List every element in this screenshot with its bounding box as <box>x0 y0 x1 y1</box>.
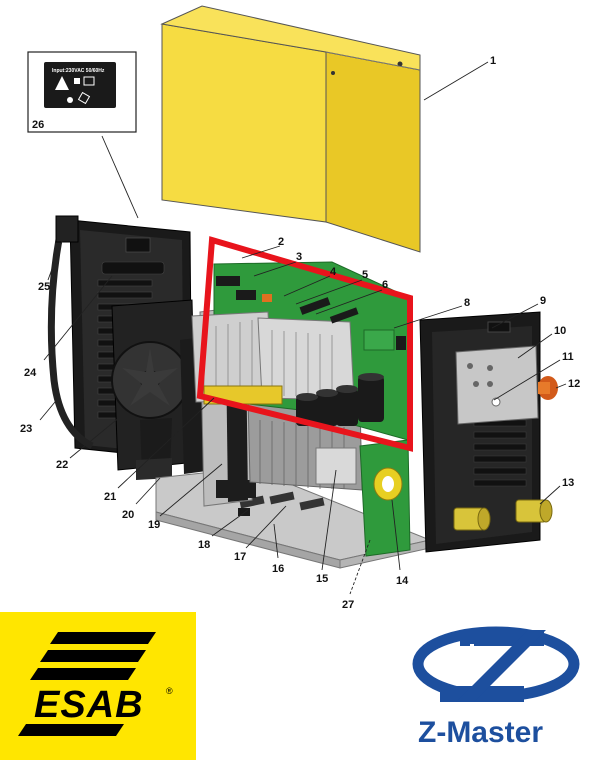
callout-26: 26 <box>32 119 44 131</box>
heatsink-block-part <box>191 311 355 405</box>
callout-9: 9 <box>540 295 546 307</box>
callout-13: 13 <box>562 477 574 489</box>
callout-15: 15 <box>316 573 328 585</box>
callout-25: 25 <box>38 281 50 293</box>
output-sockets-part <box>453 499 553 531</box>
pcb-components-part <box>216 276 406 351</box>
callout-5: 5 <box>362 269 368 281</box>
zmaster-logo-mark <box>412 626 580 702</box>
esab-wordmark: ESAB <box>34 684 144 726</box>
callout-22: 22 <box>56 459 68 471</box>
callout-2: 2 <box>278 236 284 248</box>
callout-17: 17 <box>234 551 246 563</box>
callout-18: 18 <box>198 539 210 551</box>
esab-logo <box>0 612 196 760</box>
rear-plate-part <box>455 345 539 425</box>
callout-8: 8 <box>464 297 470 309</box>
callout-4: 4 <box>330 266 337 278</box>
rear-knob-part <box>538 376 558 400</box>
callout-20: 20 <box>122 509 134 521</box>
callout-1: 1 <box>490 55 496 67</box>
zmaster-wordmark: Z-Master <box>418 716 544 749</box>
callout-21: 21 <box>104 491 116 503</box>
callout-3: 3 <box>296 251 302 263</box>
warning-label-part: Input:230VAC 50/60Hz <box>27 51 137 133</box>
callout-16: 16 <box>272 563 284 575</box>
callout-27: 27 <box>342 599 354 611</box>
base-components-part <box>238 491 325 516</box>
callout-19: 19 <box>148 519 160 531</box>
warning-label-text: Input:230VAC 50/60Hz <box>52 68 105 74</box>
top-cover-part <box>160 5 421 253</box>
callout-labels: 1 2 3 4 5 6 8 9 10 11 12 13 14 15 16 17 … <box>20 55 580 611</box>
callout-12: 12 <box>568 378 580 390</box>
callout-23: 23 <box>20 423 32 435</box>
ferrite-ring-part <box>373 467 403 501</box>
callout-24: 24 <box>24 367 37 379</box>
callout-6: 6 <box>382 279 388 291</box>
callout-10: 10 <box>554 325 566 337</box>
leader-lines <box>39 61 567 595</box>
callout-14: 14 <box>396 575 409 587</box>
highlight-frame <box>196 236 413 452</box>
registered-mark: ® <box>166 686 173 696</box>
callout-11: 11 <box>562 351 574 363</box>
